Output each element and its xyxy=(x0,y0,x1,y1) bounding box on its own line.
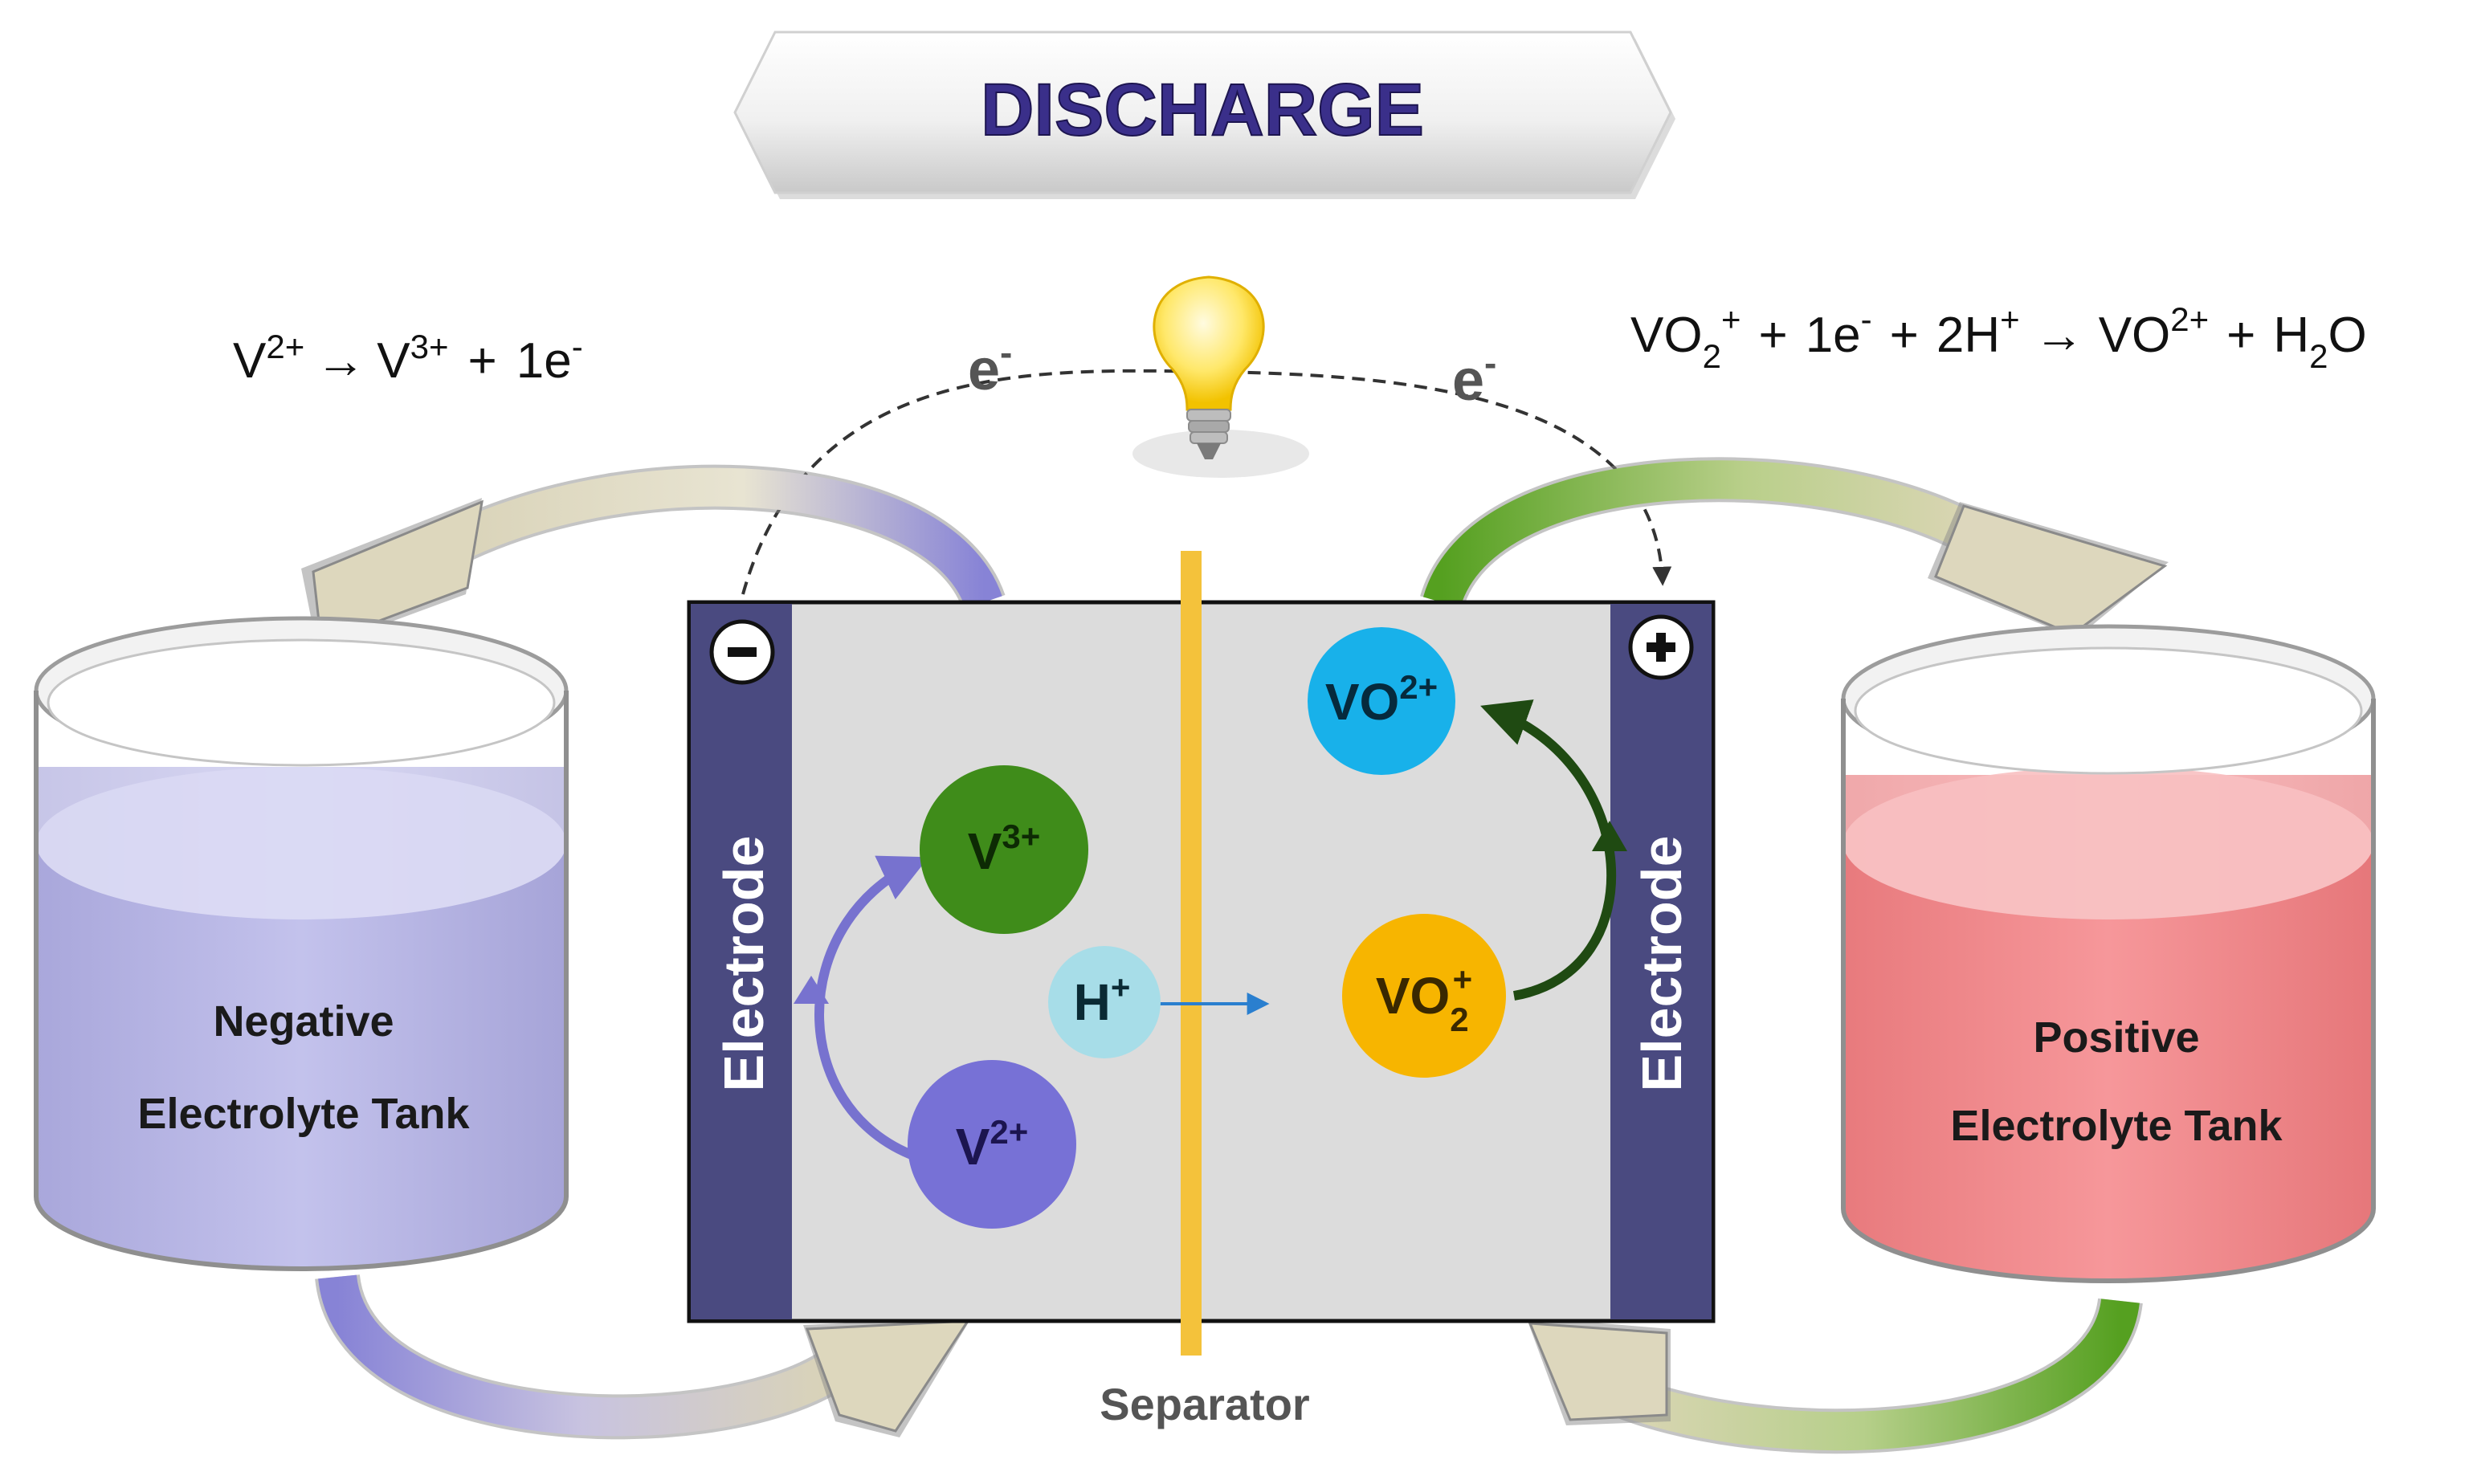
electron-label-left: e- xyxy=(968,332,1012,402)
positive-tank-label-line2: Electrolyte Tank xyxy=(1950,1102,2283,1150)
positive-electrode-label: Electrode xyxy=(1630,836,1693,1092)
svg-text:V3+: V3+ xyxy=(968,817,1041,880)
ion-v2: V2+ xyxy=(908,1060,1076,1229)
light-bulb-icon xyxy=(1132,275,1309,478)
negative-electrolyte-tank: Negative Electrolyte Tank xyxy=(34,616,569,1271)
electron-label-right: e- xyxy=(1452,342,1496,413)
svg-text:VO2+: VO2+ xyxy=(1325,668,1438,731)
positive-electrolyte-tank: Positive Electrolyte Tank xyxy=(1841,624,2376,1283)
ion-h: H+ xyxy=(1048,946,1161,1058)
vo2-to-vo2plus-arrow xyxy=(1480,699,1617,1001)
ion-v3: V3+ xyxy=(920,765,1088,934)
svg-text:VO2+: VO2+ xyxy=(1376,960,1472,1038)
separator-label: Separator xyxy=(1100,1379,1309,1429)
separator-membrane xyxy=(1181,551,1202,1356)
positive-flow-top-arrow xyxy=(1420,457,2169,638)
discharge-banner: DISCHARGE xyxy=(733,31,1675,199)
positive-flow-bottom-arrow xyxy=(1526,1297,2143,1454)
svg-text:H+: H+ xyxy=(1074,968,1131,1031)
negative-flow-top-arrow xyxy=(301,464,1006,649)
flow-cell: Separator Electrode Electrode xyxy=(687,551,1716,1429)
negative-flow-bottom-arrow xyxy=(315,1273,972,1440)
negative-electrode xyxy=(691,604,792,1319)
plus-terminal-icon xyxy=(1628,614,1694,680)
svg-text:V2+: V2+ xyxy=(956,1113,1029,1176)
electron-path xyxy=(741,369,1672,595)
ion-vo2: VO2+ xyxy=(1342,914,1506,1078)
positive-electrode xyxy=(1610,604,1712,1319)
ion-vo2plus: VO2+ xyxy=(1308,627,1455,775)
positive-half-reaction: VO2++1e-+2H+→VO2++H2O xyxy=(1630,300,2367,375)
negative-tank-label-line2: Electrolyte Tank xyxy=(137,1090,470,1138)
negative-tank-label-line1: Negative xyxy=(213,997,394,1046)
negative-half-reaction: V2+→V3++1e- xyxy=(233,328,583,389)
minus-terminal-icon xyxy=(709,619,775,685)
negative-electrode-label: Electrode xyxy=(712,836,775,1092)
v2-to-v3-mid-arrowhead xyxy=(794,976,829,1004)
positive-tank-label-line1: Positive xyxy=(2033,1013,2199,1062)
vo2-to-vo2plus-mid-arrowhead xyxy=(1592,821,1627,851)
banner-label: DISCHARGE xyxy=(981,69,1424,151)
v2-to-v3-arrow xyxy=(814,855,929,1161)
